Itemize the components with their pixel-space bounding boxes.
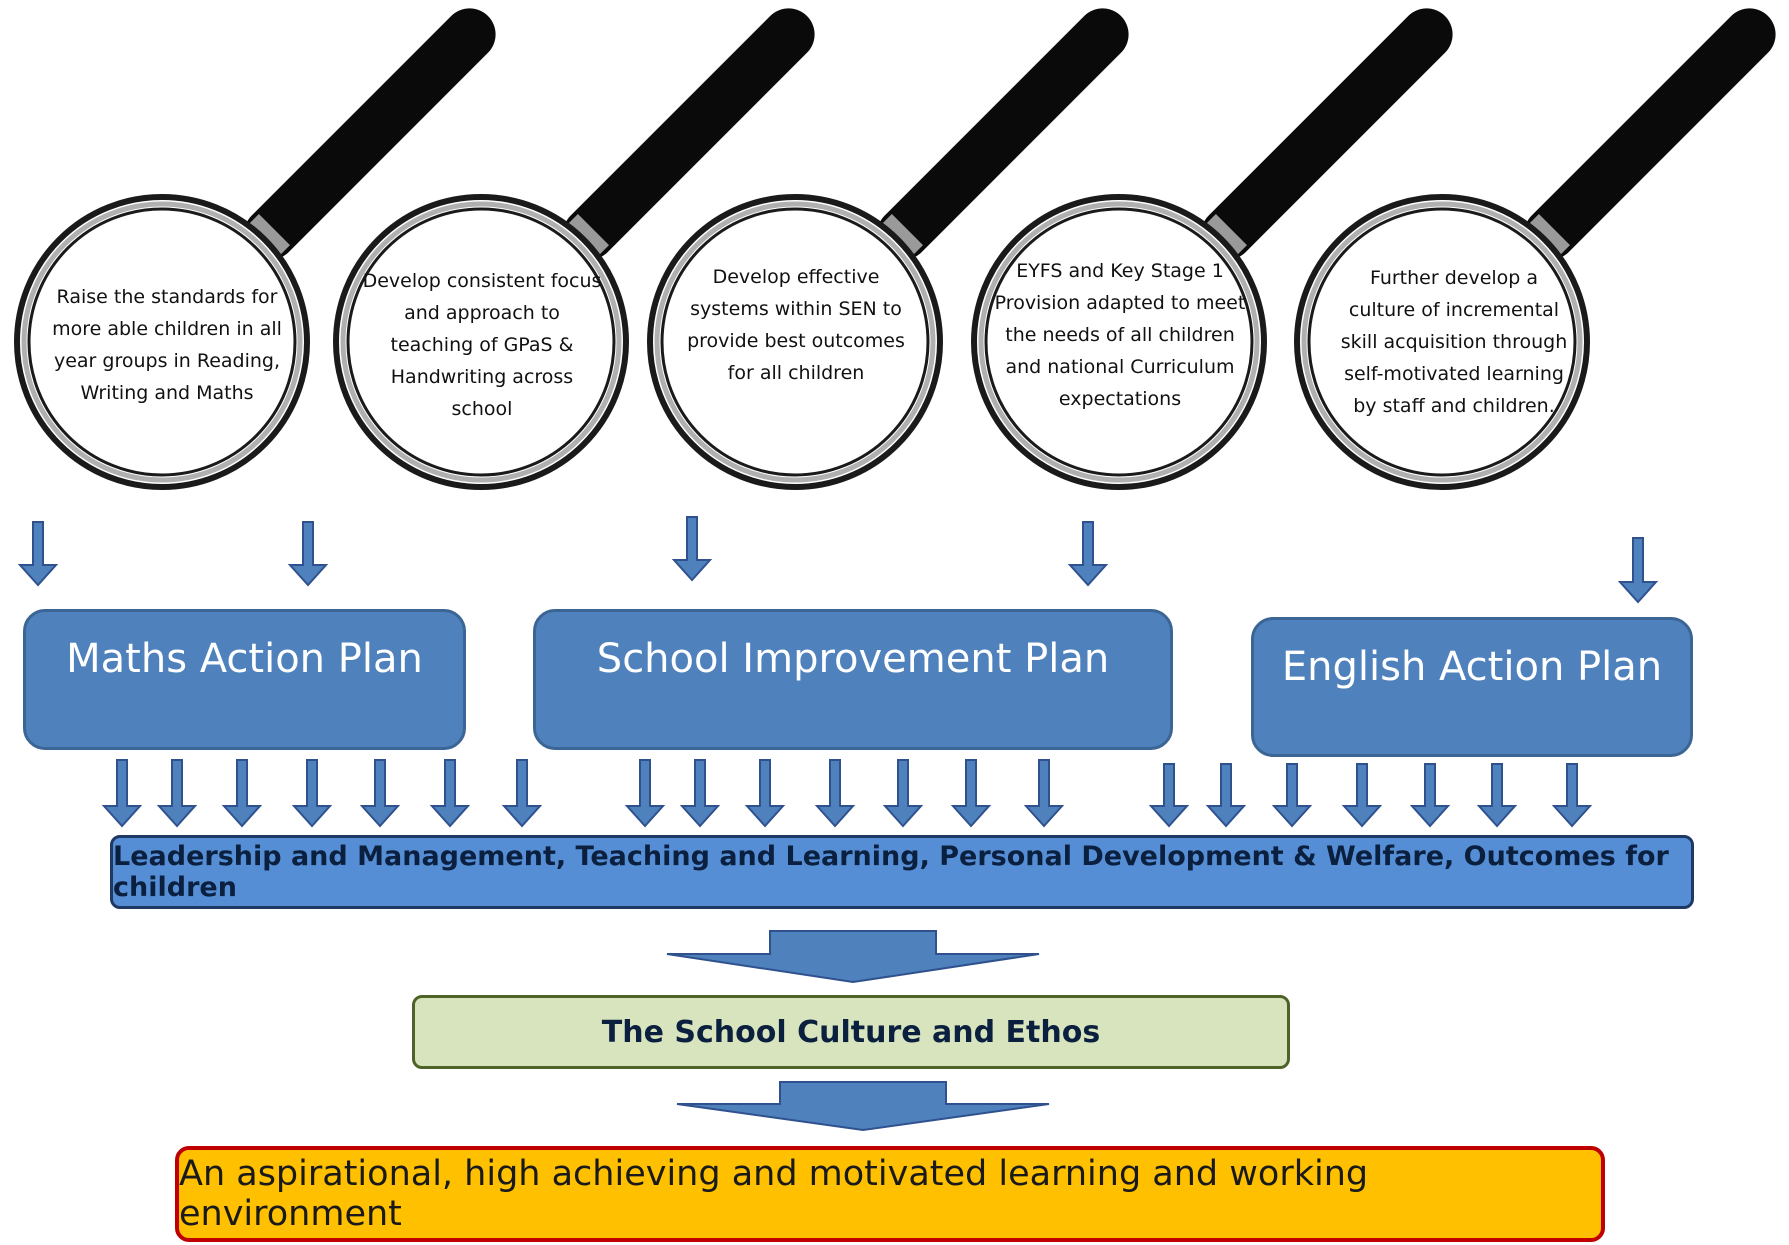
down-arrow-icon bbox=[17, 521, 59, 587]
school-improvement-plan-label: School Improvement Plan bbox=[596, 636, 1110, 682]
maths-action-plan: Maths Action Plan bbox=[23, 609, 466, 750]
down-arrow-icon bbox=[221, 759, 263, 828]
down-arrow-icon bbox=[882, 759, 924, 828]
down-arrow-icon bbox=[671, 516, 713, 582]
maths-action-plan-label: Maths Action Plan bbox=[66, 636, 423, 682]
down-arrow-icon bbox=[679, 759, 721, 828]
magnifier-handle-icon bbox=[563, 8, 815, 260]
english-action-plan: English Action Plan bbox=[1251, 617, 1693, 757]
priority-2-text: Develop consistent focus and approach to… bbox=[362, 269, 602, 420]
magnifier-handle-icon bbox=[1201, 8, 1453, 260]
wide-down-arrow-icon bbox=[666, 930, 1040, 984]
down-arrow-icon bbox=[1409, 763, 1451, 828]
down-arrow-icon bbox=[1551, 763, 1593, 828]
down-arrow-icon bbox=[156, 759, 198, 828]
down-arrow-icon bbox=[1148, 763, 1190, 828]
priority-5-text: Further develop a culture of incremental… bbox=[1340, 267, 1568, 417]
down-arrow-icon bbox=[624, 759, 666, 828]
focus-areas-bar: Leadership and Management, Teaching and … bbox=[110, 835, 1694, 909]
down-arrow-icon bbox=[1476, 763, 1518, 828]
school-culture-box: The School Culture and Ethos bbox=[412, 995, 1290, 1069]
school-improvement-plan: School Improvement Plan bbox=[533, 609, 1173, 750]
down-arrow-icon bbox=[1617, 537, 1659, 604]
wide-down-arrow-icon bbox=[676, 1081, 1050, 1132]
down-arrow-icon bbox=[287, 521, 329, 587]
magnifier-handle-icon bbox=[1524, 8, 1776, 260]
down-arrow-icon bbox=[1341, 763, 1383, 828]
english-action-plan-label: English Action Plan bbox=[1281, 644, 1663, 690]
down-arrow-icon bbox=[1023, 759, 1065, 828]
down-arrow-icon bbox=[501, 759, 543, 828]
down-arrow-icon bbox=[950, 759, 992, 828]
focus-areas-label: Leadership and Management, Teaching and … bbox=[113, 841, 1669, 903]
magnifier-handle-icon bbox=[877, 8, 1129, 260]
down-arrow-icon bbox=[1205, 763, 1247, 828]
priority-3-text: Develop effective systems within SEN to … bbox=[687, 266, 905, 384]
down-arrow-icon bbox=[291, 759, 333, 828]
school-culture-label: The School Culture and Ethos bbox=[601, 1014, 1101, 1050]
priority-1-text: Raise the standards for more able childr… bbox=[52, 286, 282, 404]
priority-4-text: EYFS and Key Stage 1 Provision adapted t… bbox=[994, 259, 1246, 410]
down-arrow-icon bbox=[814, 759, 856, 828]
down-arrow-icon bbox=[101, 759, 143, 828]
down-arrow-icon bbox=[1067, 521, 1109, 587]
down-arrow-icon bbox=[359, 759, 401, 828]
magnifier-handle-icon bbox=[244, 8, 496, 260]
vision-label: An aspirational, high achieving and moti… bbox=[179, 1154, 1369, 1234]
down-arrow-icon bbox=[1271, 763, 1313, 828]
down-arrow-icon bbox=[429, 759, 471, 828]
down-arrow-icon bbox=[744, 759, 786, 828]
vision-box: An aspirational, high achieving and moti… bbox=[175, 1146, 1605, 1242]
